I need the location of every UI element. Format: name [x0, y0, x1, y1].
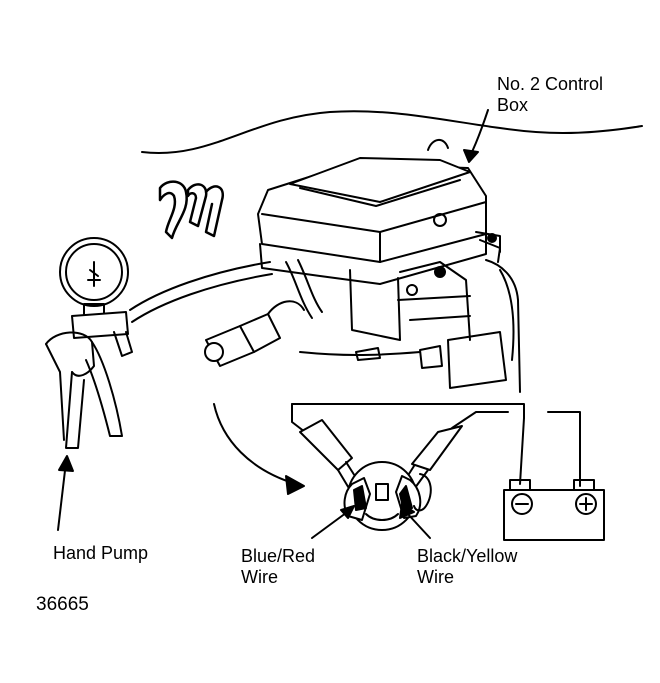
engine-parts-right	[419, 239, 521, 393]
wire-terminal	[355, 347, 381, 361]
battery-icon	[503, 479, 605, 541]
hand-pump-assembly	[45, 237, 133, 449]
fender-outline	[141, 110, 643, 154]
blue-red-wire-label-line2: Wire	[241, 567, 278, 587]
fender-curl	[427, 139, 449, 151]
black-yellow-wire-label: Black/Yellow Wire	[417, 546, 517, 588]
flow-arrow	[213, 403, 305, 495]
control-box-pointer-arrow	[463, 109, 489, 163]
hand-pump-pointer-arrow	[57, 455, 74, 531]
vacuum-connector	[204, 300, 305, 367]
blue-red-wire-label-line1: Blue/Red	[241, 546, 316, 566]
fender-emblem	[158, 180, 225, 240]
black-yellow-wire-label-line2: Wire	[417, 567, 454, 587]
control-box	[257, 157, 501, 341]
black-yellow-pointer	[399, 503, 431, 539]
vacuum-hose	[129, 259, 323, 323]
control-box-label-line1: No. 2 Control	[497, 74, 604, 94]
wire-to-bracket	[299, 351, 421, 356]
hand-pump-label: Hand Pump	[53, 543, 149, 563]
lead-left	[299, 419, 361, 491]
vacuum-switch	[343, 461, 432, 531]
blue-red-pointer	[311, 505, 355, 539]
control-box-label: No. 2 Control Box	[497, 74, 603, 116]
blue-red-wire-label: Blue/Red Wire	[241, 546, 315, 588]
control-box-label-line2: Box	[497, 95, 529, 115]
black-yellow-wire-label-line1: Black/Yellow	[417, 546, 518, 566]
figure-number: 36665	[36, 594, 89, 615]
